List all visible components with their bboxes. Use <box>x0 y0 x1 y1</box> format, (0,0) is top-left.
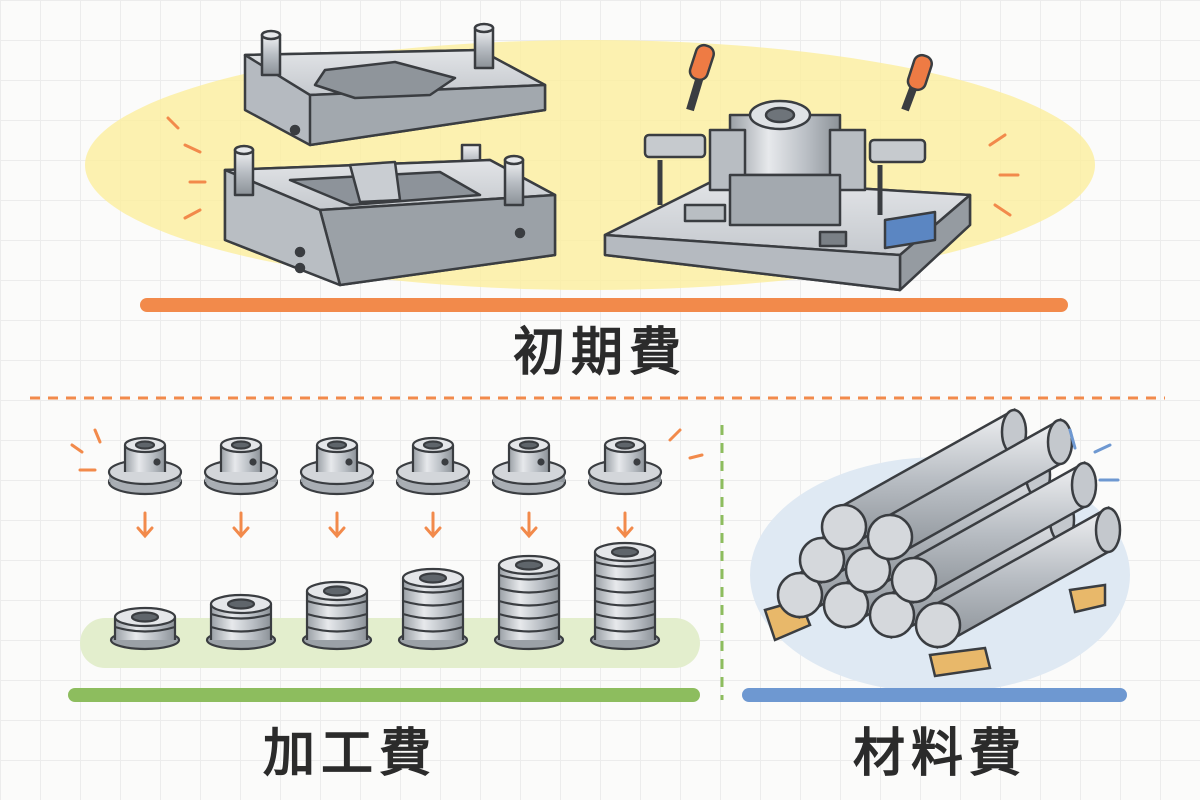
arrow-down-icon <box>328 511 346 539</box>
bushing-stack-icon <box>493 554 565 651</box>
sparkle-marks-processing <box>70 428 704 472</box>
processing-illustration <box>107 436 663 651</box>
press-die-icon <box>223 22 557 287</box>
bushing-stack-icon <box>589 541 661 651</box>
bushing-stack-icon <box>205 593 277 651</box>
flanged-bushing-icon <box>107 436 183 496</box>
arrow-down-icon <box>616 511 634 539</box>
processing-cost-label: 加工費 <box>262 724 437 784</box>
sparkle-marks-material <box>1068 428 1120 482</box>
flanged-bushing-icon <box>395 436 471 496</box>
initial-cost-label: 初期費 <box>512 323 687 383</box>
flanged-bushing-icon <box>299 436 375 496</box>
bushing-stack-icon <box>109 606 181 651</box>
arrow-down-icon <box>232 511 250 539</box>
arrow-down-icon <box>136 511 154 539</box>
arrow-down-icon <box>520 511 538 539</box>
flanged-bushing-icon <box>203 436 279 496</box>
bushing-stack-icon <box>397 567 469 651</box>
initial-cost-bar <box>140 298 1068 312</box>
arrow-down-icon <box>424 511 442 539</box>
steel-bar <box>866 417 1074 562</box>
steel-bar-pile-icon <box>763 407 1122 678</box>
flanged-bushing-icon <box>491 436 567 496</box>
sparkle-marks-initial <box>166 116 1020 220</box>
material-cost-bar <box>742 688 1127 702</box>
material-cost-label: 材料費 <box>852 724 1027 784</box>
processing-cost-bar <box>68 688 700 702</box>
clamp-jig-icon <box>603 43 972 292</box>
flanged-bushing-icon <box>587 436 663 496</box>
bushing-stack-icon <box>301 580 373 651</box>
steel-bar <box>890 460 1098 605</box>
steel-bar <box>914 505 1122 650</box>
